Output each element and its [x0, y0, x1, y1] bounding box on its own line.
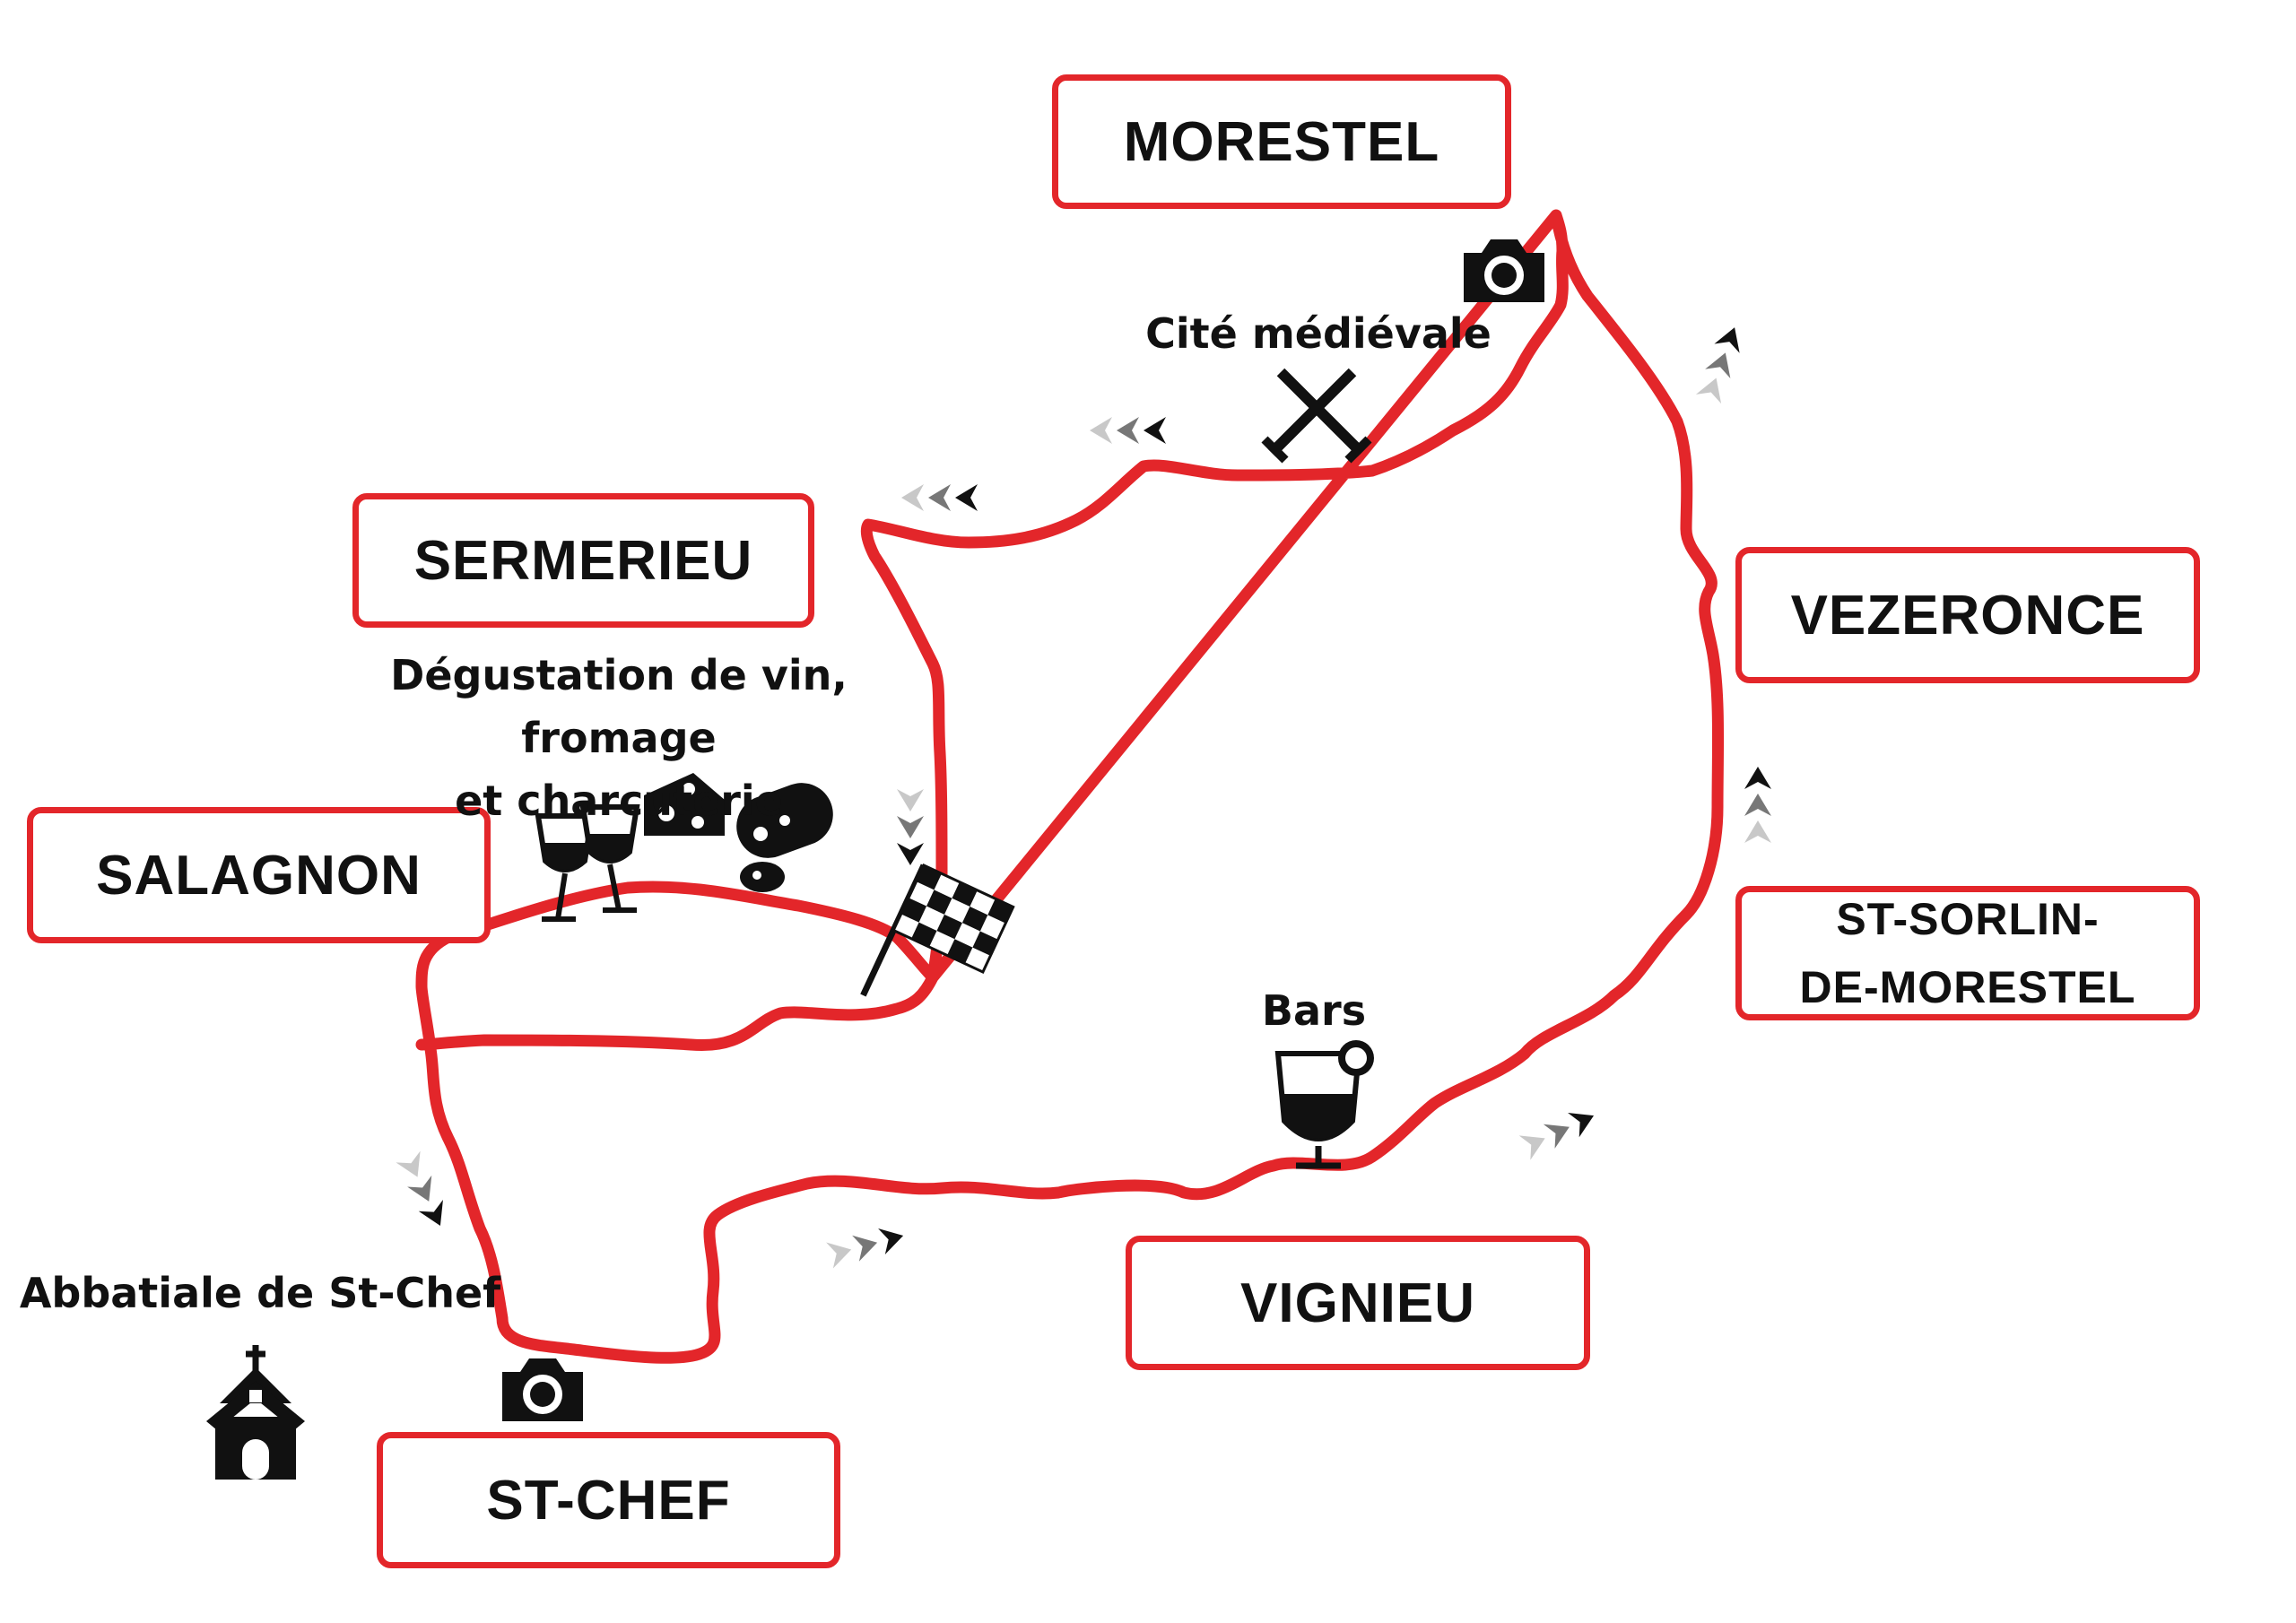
town-label: ST-CHEF — [486, 1469, 731, 1532]
town-box-vignieu: VIGNIEU — [1126, 1236, 1590, 1370]
wine-glasses-icon — [535, 804, 640, 922]
direction-chevrons-icon — [396, 1150, 443, 1227]
town-label-line-1: ST-SORLIN- — [1836, 894, 2100, 944]
route-line — [415, 209, 1725, 1364]
town-box-morestel: MORESTEL — [1052, 74, 1511, 209]
poi-bars: Bars — [1261, 986, 1367, 1035]
town-box-vezeronce: VEZERONCE — [1735, 547, 2200, 683]
checkered-flag-icon — [860, 864, 1015, 997]
church-icon — [206, 1345, 305, 1480]
town-label: SERMERIEU — [413, 529, 753, 592]
town-label: MORESTEL — [1123, 110, 1440, 173]
direction-chevrons-icon — [1518, 1113, 1595, 1160]
town-label: VIGNIEU — [1240, 1271, 1475, 1334]
crossed-swords-icon — [1261, 368, 1372, 464]
town-label: VEZERONCE — [1790, 584, 2145, 647]
direction-chevrons-icon — [826, 1228, 904, 1269]
direction-chevrons-icon — [897, 789, 924, 865]
direction-chevrons-icon — [901, 484, 978, 511]
town-label: SALAGNON — [96, 844, 422, 907]
salami-icon — [736, 783, 833, 892]
direction-chevrons-icon — [1695, 327, 1740, 404]
town-box-st-sorlin-de-morestel: ST-SORLIN- DE-MORESTEL — [1735, 886, 2200, 1020]
poi-degustation-line-2: et charcuterie — [455, 777, 783, 825]
town-label-line-2: DE-MORESTEL — [1799, 962, 2136, 1012]
direction-chevrons-icon — [1744, 767, 1771, 843]
town-box-salagnon: SALAGNON — [27, 807, 491, 943]
poi-degustation-line-1: Dégustation de vin, fromage — [390, 651, 848, 762]
poi-cite-medievale: Cité médiévale — [1145, 309, 1492, 358]
cheese-icon — [644, 773, 725, 836]
poi-degustation: Dégustation de vin, fromage et charcuter… — [332, 644, 906, 832]
camera-icon — [502, 1358, 583, 1421]
poi-abbatiale: Abbatiale de St-Chef — [19, 1269, 501, 1317]
town-box-st-chef: ST-CHEF — [377, 1432, 840, 1568]
camera-icon — [1464, 239, 1544, 302]
cocktail-glass-icon — [1274, 1040, 1374, 1169]
direction-chevrons-icon — [1090, 417, 1166, 444]
town-box-sermerieu: SERMERIEU — [352, 493, 814, 628]
